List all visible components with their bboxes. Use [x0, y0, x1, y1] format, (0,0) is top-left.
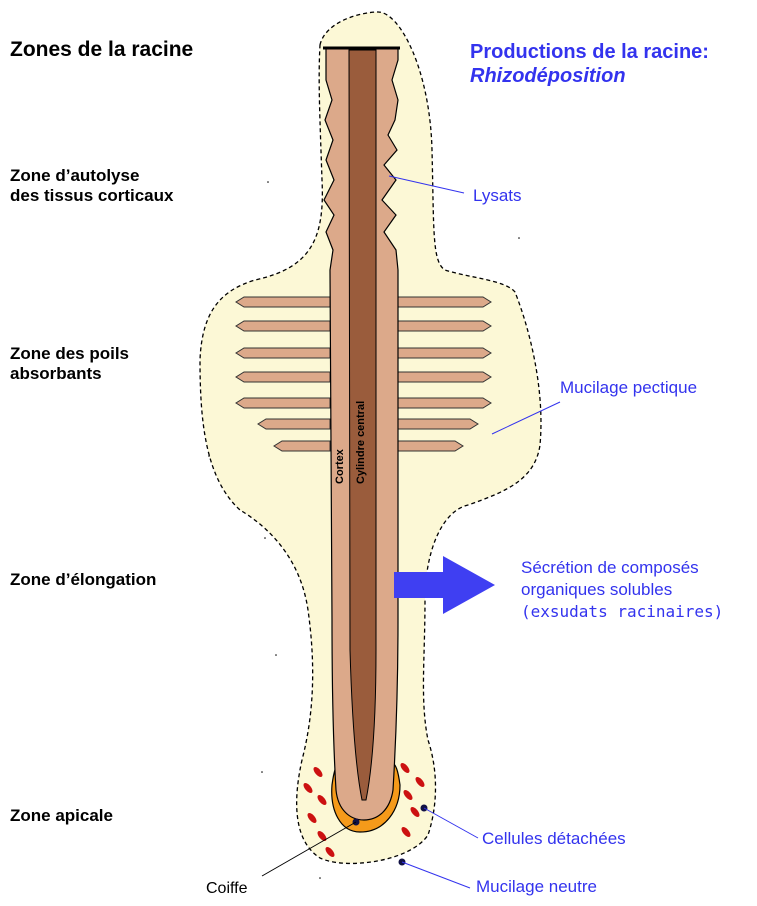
lysats-label: Lysats — [473, 185, 522, 207]
mucilage-neutre-leader — [402, 862, 470, 888]
cellules-label: Cellules détachées — [482, 828, 626, 850]
secretion-line2: organiques solubles — [521, 579, 723, 601]
productions-line2: Rhizodéposition — [470, 65, 626, 87]
zone-poils-line1: Zone des poils — [10, 344, 129, 364]
zone-autolyse-line1: Zone d’autolyse — [10, 166, 173, 186]
cortex-label: Cortex — [334, 449, 346, 484]
coiffe-label: Coiffe — [206, 880, 248, 898]
cylinder-label: Cylindre central — [355, 401, 367, 484]
secretion-line3: (exsudats racinaires) — [521, 601, 723, 623]
secretion-line1: Sécrétion de composés — [521, 557, 723, 579]
page-title: Zones de la racine — [10, 40, 193, 60]
cellules-leader — [424, 808, 478, 838]
secretion-label: Sécrétion de composés organiques soluble… — [521, 557, 723, 623]
zone-autolyse: Zone d’autolyse des tissus corticaux — [10, 166, 173, 206]
zone-poils-line2: absorbants — [10, 364, 129, 384]
mucilage-neutre-label: Mucilage neutre — [476, 876, 597, 898]
zone-elongation: Zone d’élongation — [10, 570, 156, 590]
productions-line1: Productions de la racine: — [470, 40, 709, 64]
productions-title: Productions de la racine: Rhizodépositio… — [470, 40, 709, 88]
mucilage-pectique-label: Mucilage pectique — [560, 377, 697, 399]
zone-autolyse-line2: des tissus corticaux — [10, 186, 173, 206]
zone-poils: Zone des poils absorbants — [10, 344, 129, 384]
zone-apicale: Zone apicale — [10, 806, 113, 826]
